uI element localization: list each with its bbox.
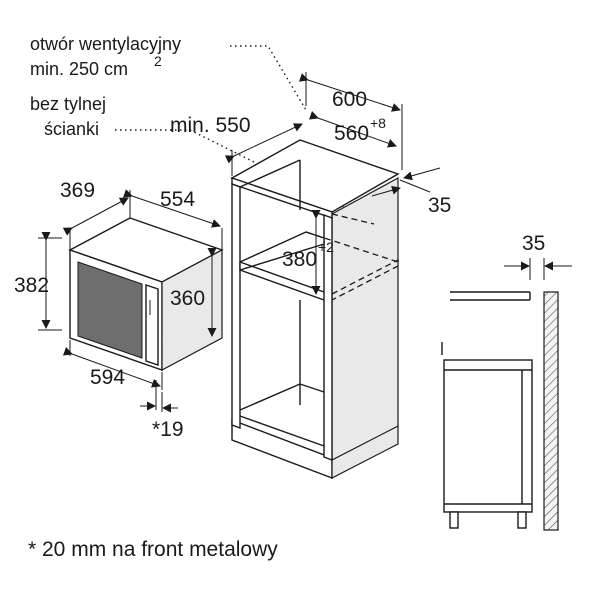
dim-35-cabinet-label: 35	[428, 194, 451, 217]
cabinet-foot-right	[517, 511, 527, 529]
dim-382: 382	[14, 232, 62, 331]
back-note-line2: ścianki	[44, 119, 99, 139]
tall-cabinet	[230, 139, 400, 480]
microwave-side-face	[161, 249, 223, 371]
footnote: * 20 mm na front metalowy	[28, 538, 278, 561]
dim-600-label: 600	[332, 88, 367, 111]
dim-19-label: *19	[152, 418, 184, 441]
dim-360: 360	[170, 248, 217, 337]
microwave-appliance	[68, 217, 224, 371]
back-leader-line	[115, 129, 371, 221]
dim-19: *19	[140, 380, 184, 441]
dim-594: 594	[62, 340, 163, 390]
vent-leader-line	[230, 45, 307, 111]
dim-35-cabinet: 35	[371, 167, 451, 217]
dim-min550-label: min. 550	[170, 114, 251, 137]
dim-380-superscript: +2	[318, 239, 334, 255]
microwave-control-panel	[145, 284, 159, 366]
dim-380: 380 +2	[282, 210, 334, 295]
cabinet-left-edge	[231, 182, 241, 430]
vent-note: otwór wentylacyjny min. 250 cm 2	[30, 34, 307, 111]
dim-560-label: 560	[334, 122, 369, 145]
dim-360-label: 360	[170, 287, 205, 310]
side-view	[441, 291, 559, 531]
vent-note-line1: otwór wentylacyjny	[30, 34, 181, 54]
dim-369-label: 369	[60, 179, 95, 202]
dim-600: 600	[298, 72, 403, 170]
wall-section	[543, 291, 559, 531]
dim-380-label: 380	[282, 248, 317, 271]
back-panel-note: bez tylnej ścianki	[30, 94, 371, 221]
cabinet-plinth-front	[231, 418, 333, 480]
dim-554: 554	[122, 188, 223, 250]
cabinet-shelf-left	[239, 231, 325, 271]
vent-note-line2: min. 250 cm	[30, 59, 128, 79]
dim-560-superscript: +8	[370, 115, 386, 131]
cabinet-right-edge	[323, 213, 333, 462]
dim-min550: min. 550	[170, 114, 303, 176]
cabinet-foot-left	[449, 511, 459, 529]
dim-35-side-label: 35	[522, 232, 545, 255]
dim-35-side: 35	[504, 232, 572, 280]
back-note-line1: bez tylnej	[30, 94, 106, 114]
vent-note-superscript: 2	[154, 53, 162, 69]
base-cabinet-outline	[443, 359, 533, 513]
dim-560: 560 +8	[308, 111, 397, 148]
cabinet-side-panel	[331, 176, 399, 461]
dim-554-label: 554	[160, 188, 195, 211]
dim-382-label: 382	[14, 274, 49, 297]
dim-594-label: 594	[90, 366, 125, 389]
